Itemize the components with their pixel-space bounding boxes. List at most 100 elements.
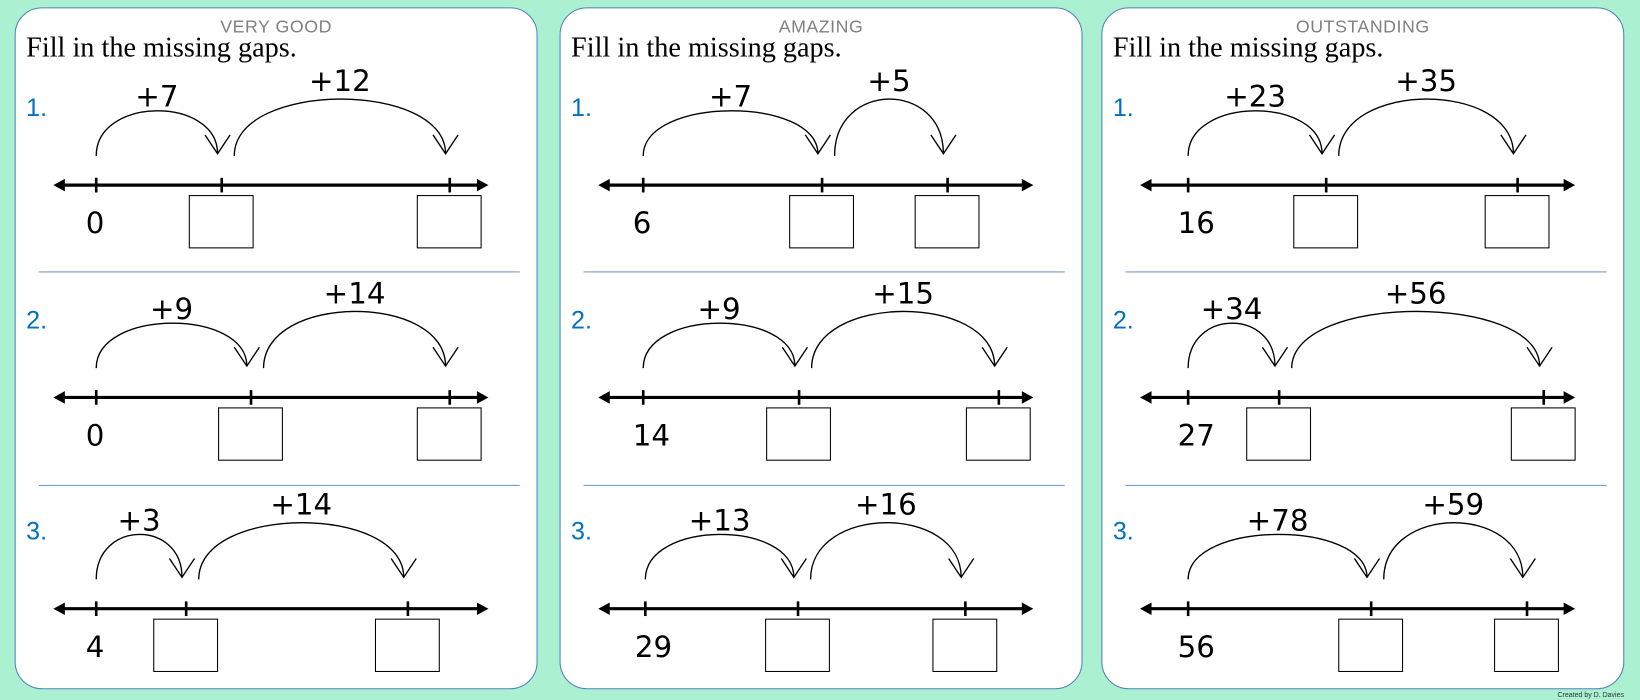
start-value: 0 <box>86 206 105 240</box>
jump-arc <box>810 310 996 369</box>
start-value: 0 <box>86 419 105 453</box>
answer-box[interactable] <box>1338 618 1404 672</box>
answer-box[interactable] <box>416 195 482 249</box>
jump-label: +23 <box>1224 80 1286 114</box>
left-arrow-icon <box>598 602 610 615</box>
arrowhead-icon <box>981 346 1008 368</box>
left-arrow-icon <box>53 602 65 615</box>
problem-number: 1. <box>571 94 592 122</box>
right-arrow-icon <box>1563 178 1576 192</box>
jump-label: +35 <box>1395 64 1457 98</box>
number-line-problem: 3.4+3+14 <box>26 488 489 672</box>
problem-number: 2. <box>1113 306 1134 334</box>
start-value: 6 <box>633 206 652 240</box>
answer-box[interactable] <box>1494 618 1559 672</box>
start-value: 29 <box>635 630 672 664</box>
arrowhead-icon <box>1353 558 1381 579</box>
start-value: 27 <box>1178 419 1215 453</box>
left-arrow-icon <box>598 391 610 404</box>
jump-label: +16 <box>855 488 917 522</box>
right-arrow-icon <box>1563 602 1576 615</box>
arrowhead-icon <box>168 558 196 579</box>
answer-box[interactable] <box>1293 195 1359 249</box>
arrowhead-icon <box>1526 346 1553 368</box>
right-arrow-icon <box>476 391 489 404</box>
start-value: 14 <box>633 419 670 453</box>
answer-box[interactable] <box>153 618 219 672</box>
problem-number: 1. <box>1113 94 1134 122</box>
answer-box[interactable] <box>932 618 998 672</box>
jump-label: +59 <box>1422 488 1484 522</box>
arrowhead-icon <box>1509 558 1536 579</box>
left-arrow-icon <box>1140 602 1152 615</box>
arrowhead-icon <box>781 346 809 368</box>
problem-number: 3. <box>1113 518 1134 546</box>
right-arrow-icon <box>1021 602 1034 615</box>
jump-arc <box>95 533 183 580</box>
right-arrow-icon <box>1021 391 1034 404</box>
jump-label: +9 <box>697 292 740 326</box>
start-value: 56 <box>1178 630 1215 664</box>
answer-box[interactable] <box>1484 195 1550 249</box>
number-line-problem: 2.0+9+14 <box>26 276 489 461</box>
jump-label: +5 <box>867 64 910 98</box>
jump-label: +14 <box>324 276 386 310</box>
answer-box[interactable] <box>965 407 1031 461</box>
jump-arc <box>1383 522 1524 580</box>
right-arrow-icon <box>1021 178 1034 192</box>
jump-label: +12 <box>309 64 371 98</box>
answer-box[interactable] <box>766 407 831 461</box>
problem-number: 1. <box>26 94 47 122</box>
right-arrow-icon <box>1563 391 1576 404</box>
jump-label: +78 <box>1247 503 1309 537</box>
answer-box[interactable] <box>914 195 980 249</box>
number-line-problem: 1. 16 +23 +35 <box>1113 64 1576 249</box>
number-line-problem: 3.29+13+16 <box>571 488 1034 672</box>
right-arrow-icon <box>476 602 489 615</box>
arrowhead-icon <box>432 134 459 155</box>
jump-label: +7 <box>709 80 752 114</box>
level-heading: AMAZING <box>778 16 864 37</box>
jump-arc <box>1291 310 1541 369</box>
jump-arc <box>233 98 447 156</box>
left-arrow-icon <box>1140 178 1152 192</box>
answer-box[interactable] <box>374 618 440 672</box>
start-value: 16 <box>1178 206 1215 240</box>
jump-label: +3 <box>118 503 161 537</box>
answer-box[interactable] <box>416 407 482 461</box>
jump-label: +7 <box>135 80 178 114</box>
arrowhead-icon <box>1308 134 1336 155</box>
answer-box[interactable] <box>188 195 254 249</box>
answer-box[interactable] <box>765 618 830 672</box>
level-heading: VERY GOOD <box>220 16 332 37</box>
arrowhead-icon <box>1500 134 1527 155</box>
jump-arc <box>95 322 248 369</box>
jump-arc <box>642 322 796 369</box>
problem-number: 2. <box>571 306 592 334</box>
left-arrow-icon <box>53 178 65 192</box>
start-value: 4 <box>86 630 105 664</box>
jump-arc <box>644 533 795 580</box>
arrowhead-icon <box>432 346 459 368</box>
jump-label: +13 <box>689 503 751 537</box>
arrowhead-icon <box>948 558 975 579</box>
arrowhead-icon <box>930 134 957 155</box>
number-line-problem: 3. 56 +78 +59 <box>1113 488 1576 672</box>
answer-box[interactable] <box>218 407 283 461</box>
arrowhead-icon <box>804 134 832 155</box>
number-line-problem: 1. 0 +7 +12 <box>26 64 489 249</box>
answer-box[interactable] <box>1510 407 1576 461</box>
number-line-problem: 2.14+9+15 <box>571 276 1034 461</box>
jump-label: +34 <box>1201 292 1263 326</box>
jump-label: +9 <box>150 292 193 326</box>
answer-box[interactable] <box>1246 407 1312 461</box>
jump-arc <box>95 110 219 156</box>
answer-box[interactable] <box>789 195 854 249</box>
jump-arc <box>1187 110 1323 156</box>
jump-label: +14 <box>270 488 332 522</box>
left-arrow-icon <box>1140 391 1152 404</box>
arrowhead-icon <box>204 134 231 155</box>
jump-label: +56 <box>1385 276 1447 310</box>
